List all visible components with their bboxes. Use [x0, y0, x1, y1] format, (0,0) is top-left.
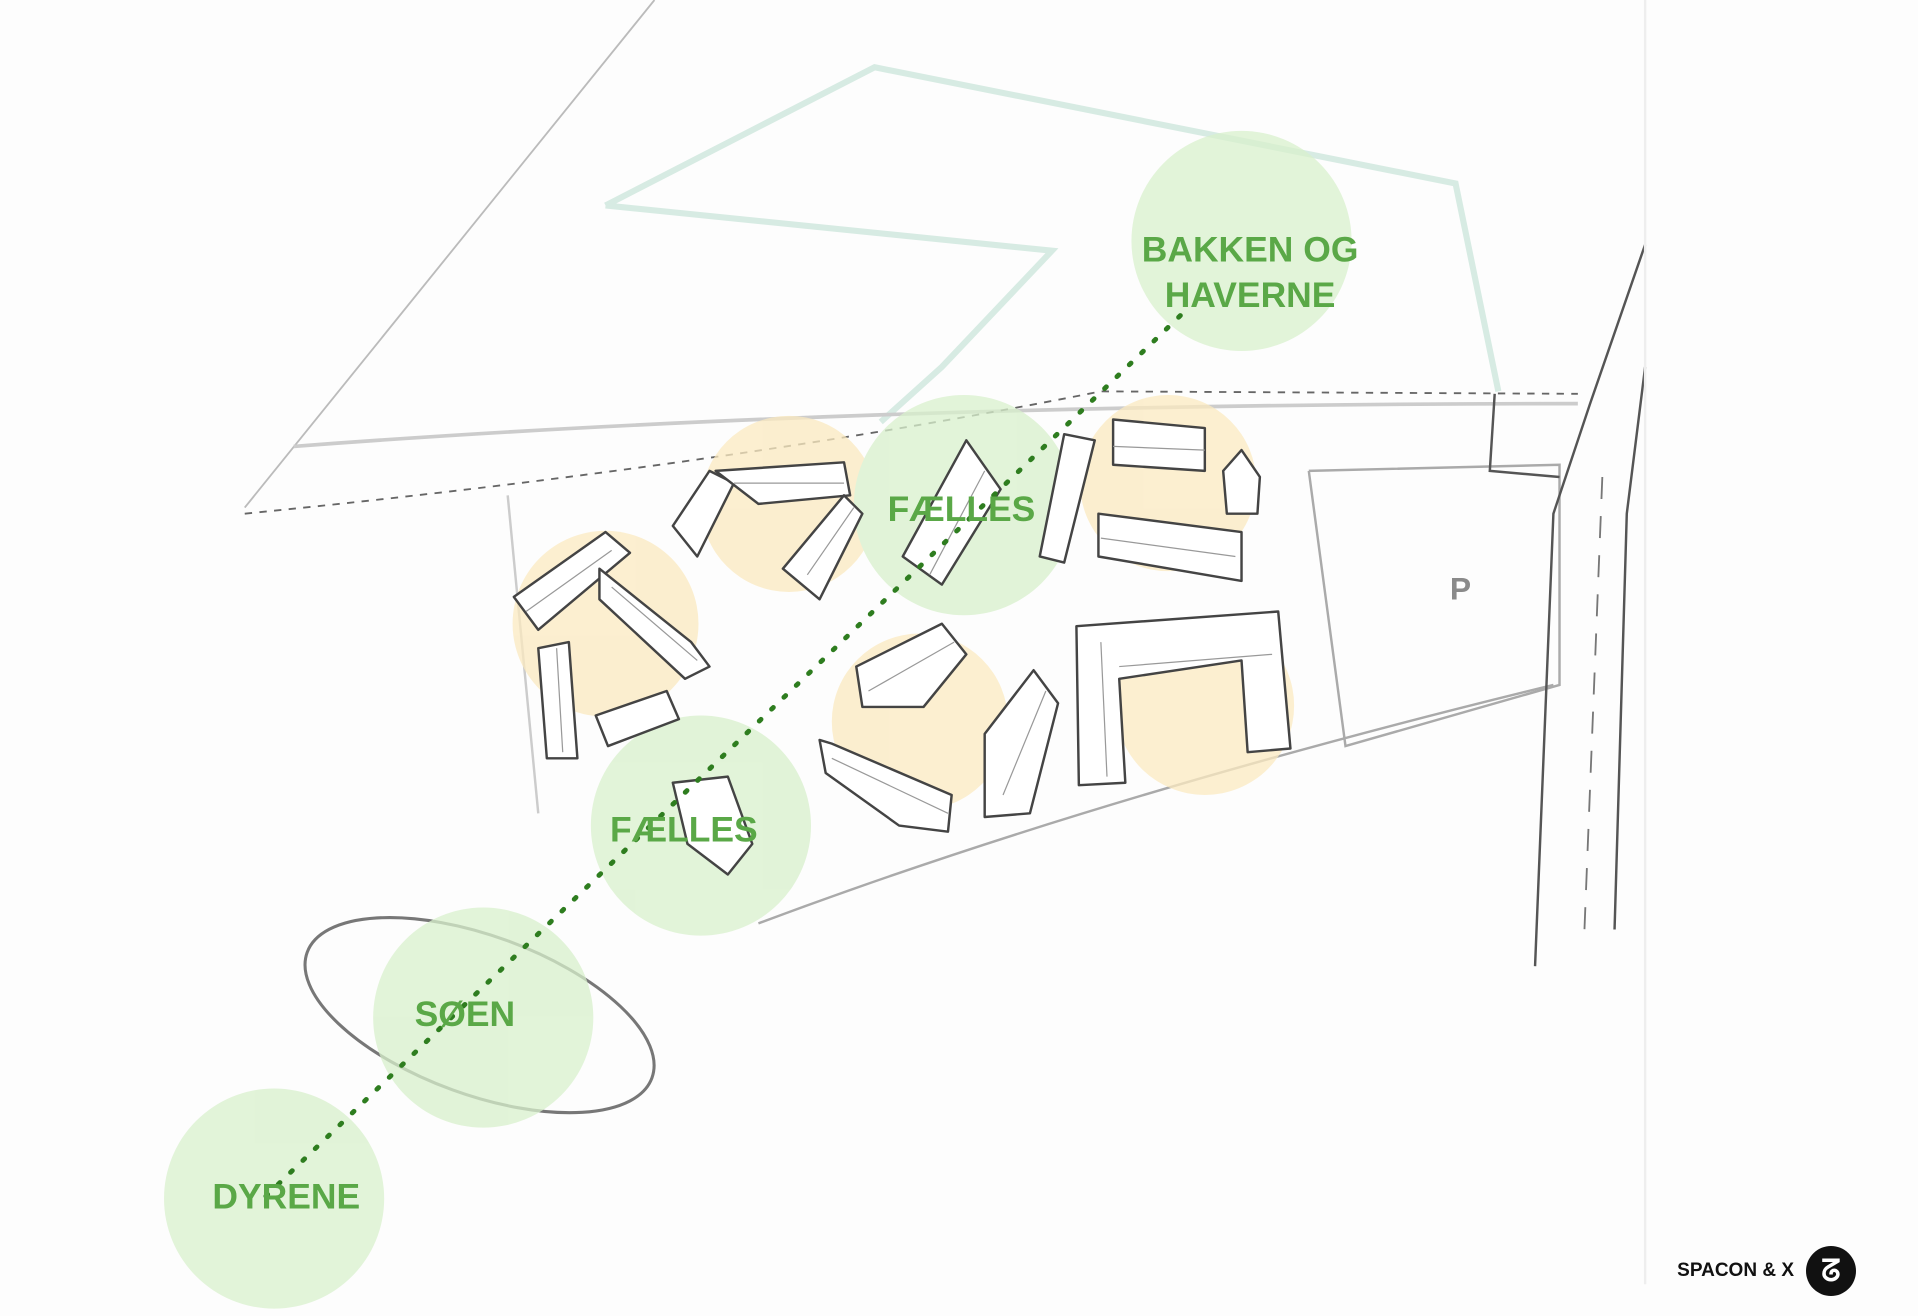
buildings: [512, 418, 1292, 876]
brand-footer: SPACON & X ᘔ: [1677, 1246, 1856, 1296]
zone-label-dyrene: DYRENE: [212, 1176, 360, 1216]
brand-logo-icon: ᘔ: [1806, 1246, 1856, 1296]
zone-label-faelles-upper: FÆLLES: [888, 489, 1036, 529]
green-zone-soen: [373, 907, 594, 1128]
green-zone-bakken: [1131, 130, 1352, 352]
zone-label-bakken-line1: BAKKEN OG: [1142, 230, 1359, 270]
zone-label-faelles-lower: FÆLLES: [610, 809, 758, 849]
zone-label-bakken-line2: HAVERNE: [1165, 275, 1336, 315]
green-zone-dyrene: [164, 1088, 385, 1309]
parking-label: P: [1450, 570, 1471, 606]
brand-name: SPACON & X: [1677, 1260, 1794, 1281]
zone-label-soen: SØEN: [415, 994, 515, 1034]
